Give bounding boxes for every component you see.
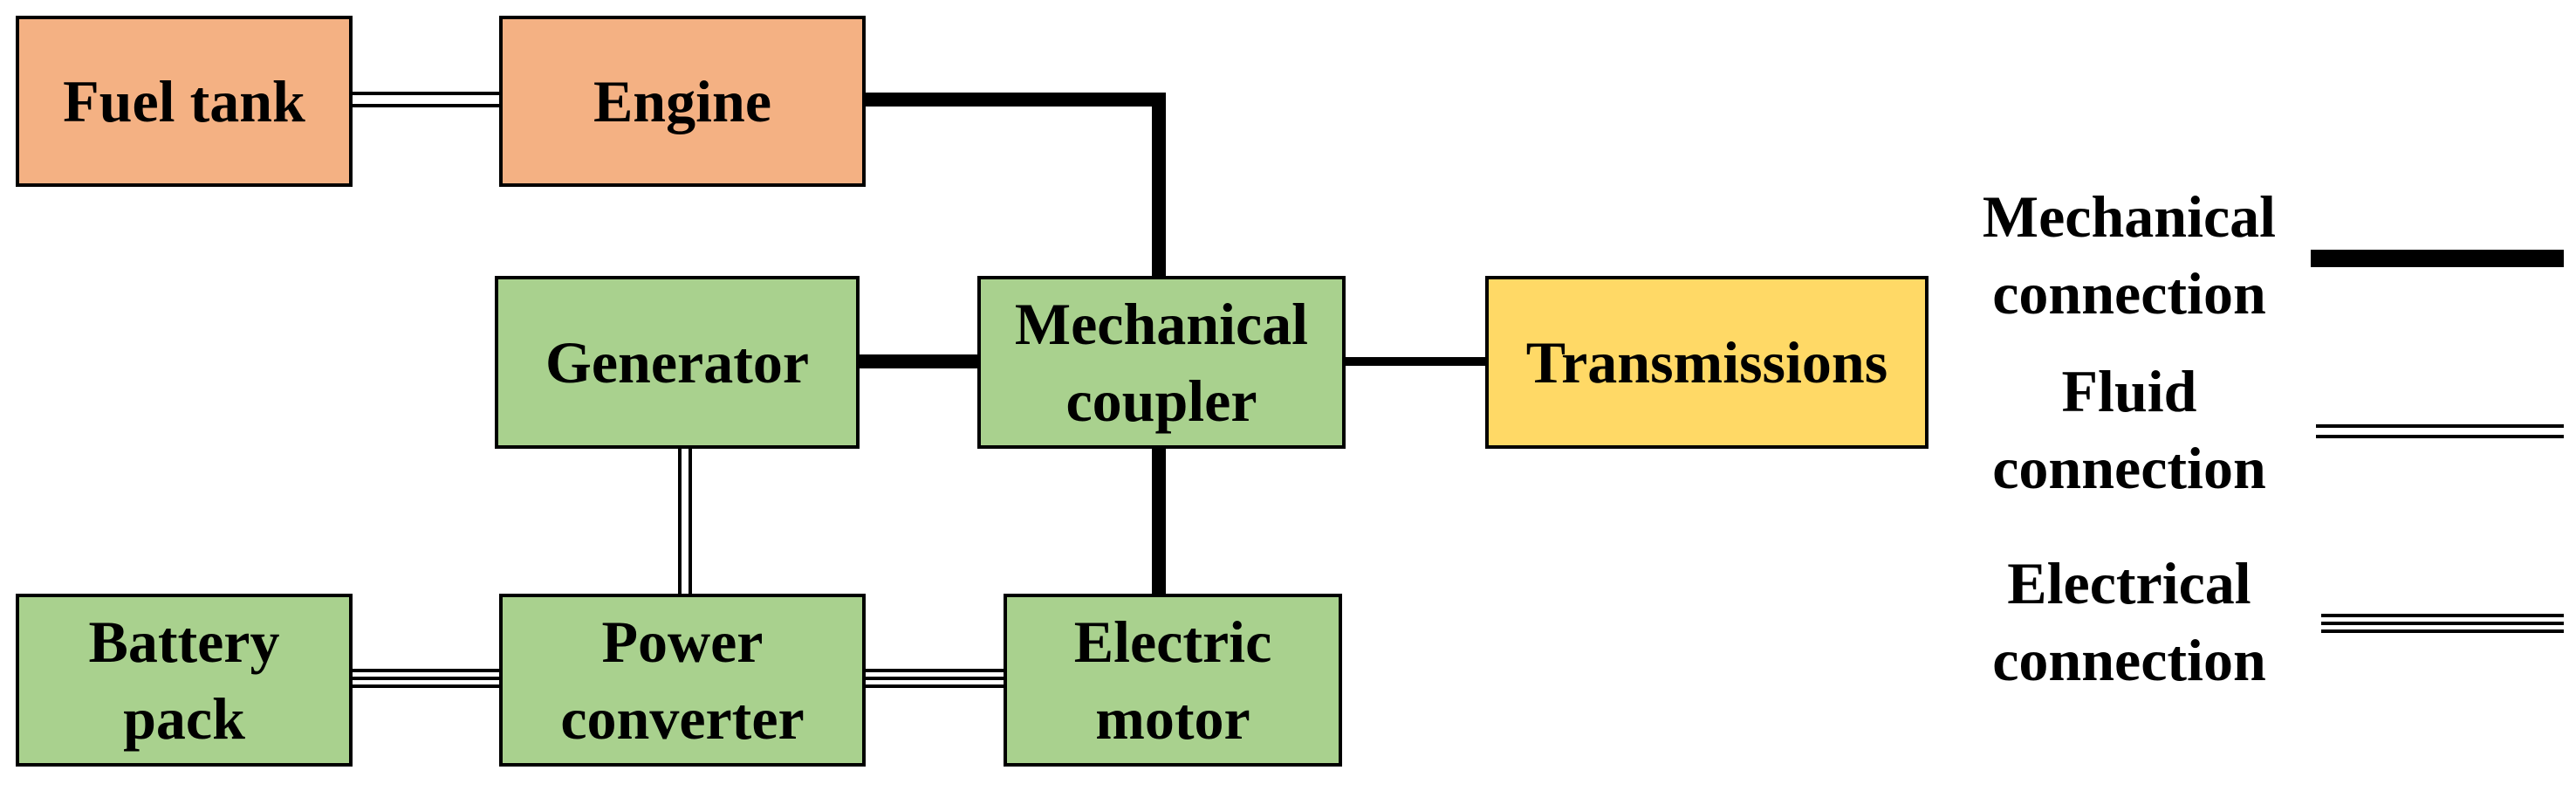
mechanical-coupler-box: Mechanical coupler <box>977 276 1346 449</box>
electric-motor-box: Electric motor <box>1004 594 1342 767</box>
legend-mechanical-label: Mechanical connection <box>1955 178 2304 333</box>
legend-electrical-line <box>2321 614 2564 633</box>
fuel-tank-box: Fuel tank <box>16 16 353 187</box>
battery-pack-box: Battery pack <box>16 594 353 767</box>
power-converter-box: Power converter <box>499 594 866 767</box>
engine-box: Engine <box>499 16 866 187</box>
generator-box: Generator <box>495 276 860 449</box>
transmissions-box: Transmissions <box>1485 276 1929 449</box>
legend-electrical-line2: connection <box>1992 627 2266 694</box>
legend-fluid-line2: connection <box>1992 435 2266 502</box>
legend-fluid-label: Fluid connection <box>1955 353 2304 507</box>
legend-fluid-line <box>2316 424 2564 438</box>
legend-electrical-line1: Electrical <box>2007 550 2251 616</box>
edge-generator-converter <box>678 447 692 595</box>
edge-engine-coupler <box>864 93 1166 279</box>
legend-mechanical-line1: Mechanical <box>1982 183 2277 250</box>
legend-mechanical-line2: connection <box>1992 260 2266 327</box>
edge-fuel-tank-engine <box>351 92 501 107</box>
legend-fluid-line1: Fluid <box>2061 358 2197 424</box>
edge-battery-converter <box>351 669 501 688</box>
edge-converter-motor <box>864 669 1005 688</box>
legend-electrical-label: Electrical connection <box>1955 545 2304 699</box>
